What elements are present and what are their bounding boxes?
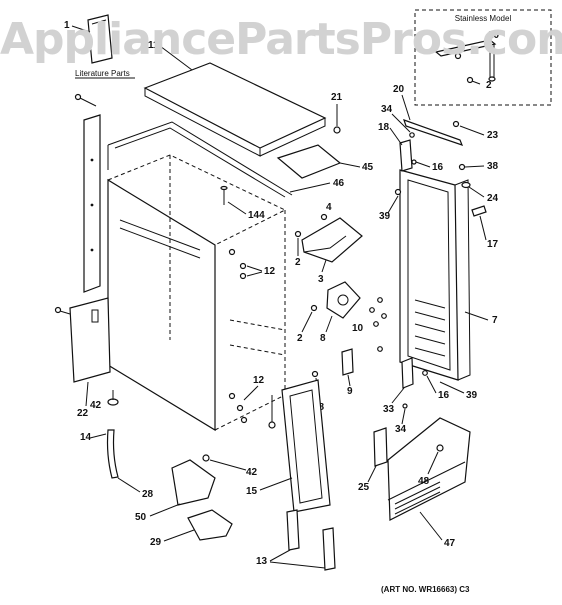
duct-50: 50 28	[117, 459, 216, 523]
callout-144: 144	[248, 210, 265, 221]
callout-39-bottom: 39	[466, 390, 478, 401]
art-number: (ART NO. WR16663) C3	[381, 585, 470, 594]
callout-16-bottom: 16	[438, 390, 450, 401]
bracket-3: 4 2 3	[294, 202, 363, 285]
callout-1: 1	[64, 20, 70, 31]
literature-label: Literature Parts	[75, 69, 130, 78]
callout-12-upper: 12	[264, 266, 276, 277]
callout-4: 4	[326, 202, 332, 213]
watermark: AppliancePartsPros.com	[0, 14, 562, 65]
callout-8: 8	[320, 333, 326, 344]
stainless-model-inset: Stainless Model 20 2	[414, 9, 552, 106]
back-panel	[74, 93, 101, 293]
callout-3: 3	[318, 274, 324, 285]
callout-42-left: 42	[90, 400, 102, 411]
lower-hinge: 33 16 39 34	[377, 346, 478, 435]
callout-16-top: 16	[432, 162, 444, 173]
inset-title: Stainless Model	[455, 14, 512, 23]
side-bracket-22: 22	[54, 297, 111, 419]
screw-144: 144	[220, 185, 265, 221]
callout-10: 10	[352, 323, 364, 334]
callout-20: 20	[393, 84, 405, 95]
callout-22: 22	[77, 408, 89, 419]
callout-33: 33	[383, 404, 395, 415]
callout-47: 47	[444, 538, 456, 549]
screw-21: 21	[331, 92, 343, 134]
drain-hose-14: 14	[80, 429, 119, 479]
callout-34-top: 34	[381, 104, 393, 115]
callout-9: 9	[347, 386, 353, 397]
callout-39-top: 39	[379, 211, 391, 222]
hinge-9: 9	[341, 348, 354, 397]
pad-45: 45	[276, 144, 374, 179]
handle-bracket: 20 23	[393, 84, 499, 146]
door-panel: 7	[399, 169, 498, 381]
callout-2-inset: 2	[486, 80, 492, 91]
callout-46: 46	[333, 178, 345, 189]
literature-parts: Literature Parts 1	[64, 14, 135, 79]
callout-48-right: 48	[418, 476, 430, 487]
clips-25: 25	[358, 427, 388, 493]
callout-38: 38	[487, 161, 499, 172]
callout-42-center: 42	[246, 467, 258, 478]
clip-42: 42	[90, 390, 119, 411]
cabinet	[107, 121, 293, 432]
screw-42-center: 42	[202, 395, 276, 478]
callout-50: 50	[135, 512, 147, 523]
callout-24: 24	[487, 193, 499, 204]
screws-12-upper: 12	[228, 248, 276, 280]
callout-2-bracket: 2	[295, 257, 301, 268]
top-cover: 11	[143, 40, 327, 157]
callout-12-lower: 12	[253, 375, 265, 386]
callout-14: 14	[80, 432, 92, 443]
callout-28: 28	[142, 489, 154, 500]
callout-15: 15	[246, 486, 258, 497]
callout-20-inset: 20	[488, 30, 500, 41]
callout-13: 13	[256, 556, 268, 567]
callout-2-lower: 2	[297, 333, 303, 344]
gasket-frame-15: 15	[246, 379, 331, 513]
gasket-strips-13: 13	[256, 509, 336, 571]
callout-21: 21	[331, 92, 343, 103]
callout-23: 23	[487, 130, 499, 141]
screws-12-lower: 12	[228, 375, 265, 424]
callout-18: 18	[378, 122, 390, 133]
screws-10: 10	[352, 297, 387, 334]
foot-29: 29	[150, 509, 233, 548]
callout-11: 11	[148, 40, 159, 51]
callout-25: 25	[358, 482, 370, 493]
upper-hinge: 34 18 16 39 38 24 17	[378, 104, 499, 250]
bracket-8: 2 8	[297, 281, 361, 344]
callout-7: 7	[492, 315, 498, 326]
strip-46: 46	[289, 178, 345, 193]
callout-17: 17	[487, 239, 499, 250]
kickplate-47: 48 47	[387, 417, 471, 549]
handle-bracket-inset	[434, 39, 497, 85]
callout-45: 45	[362, 162, 374, 173]
callout-29: 29	[150, 537, 162, 548]
callout-34-bottom: 34	[395, 424, 407, 435]
